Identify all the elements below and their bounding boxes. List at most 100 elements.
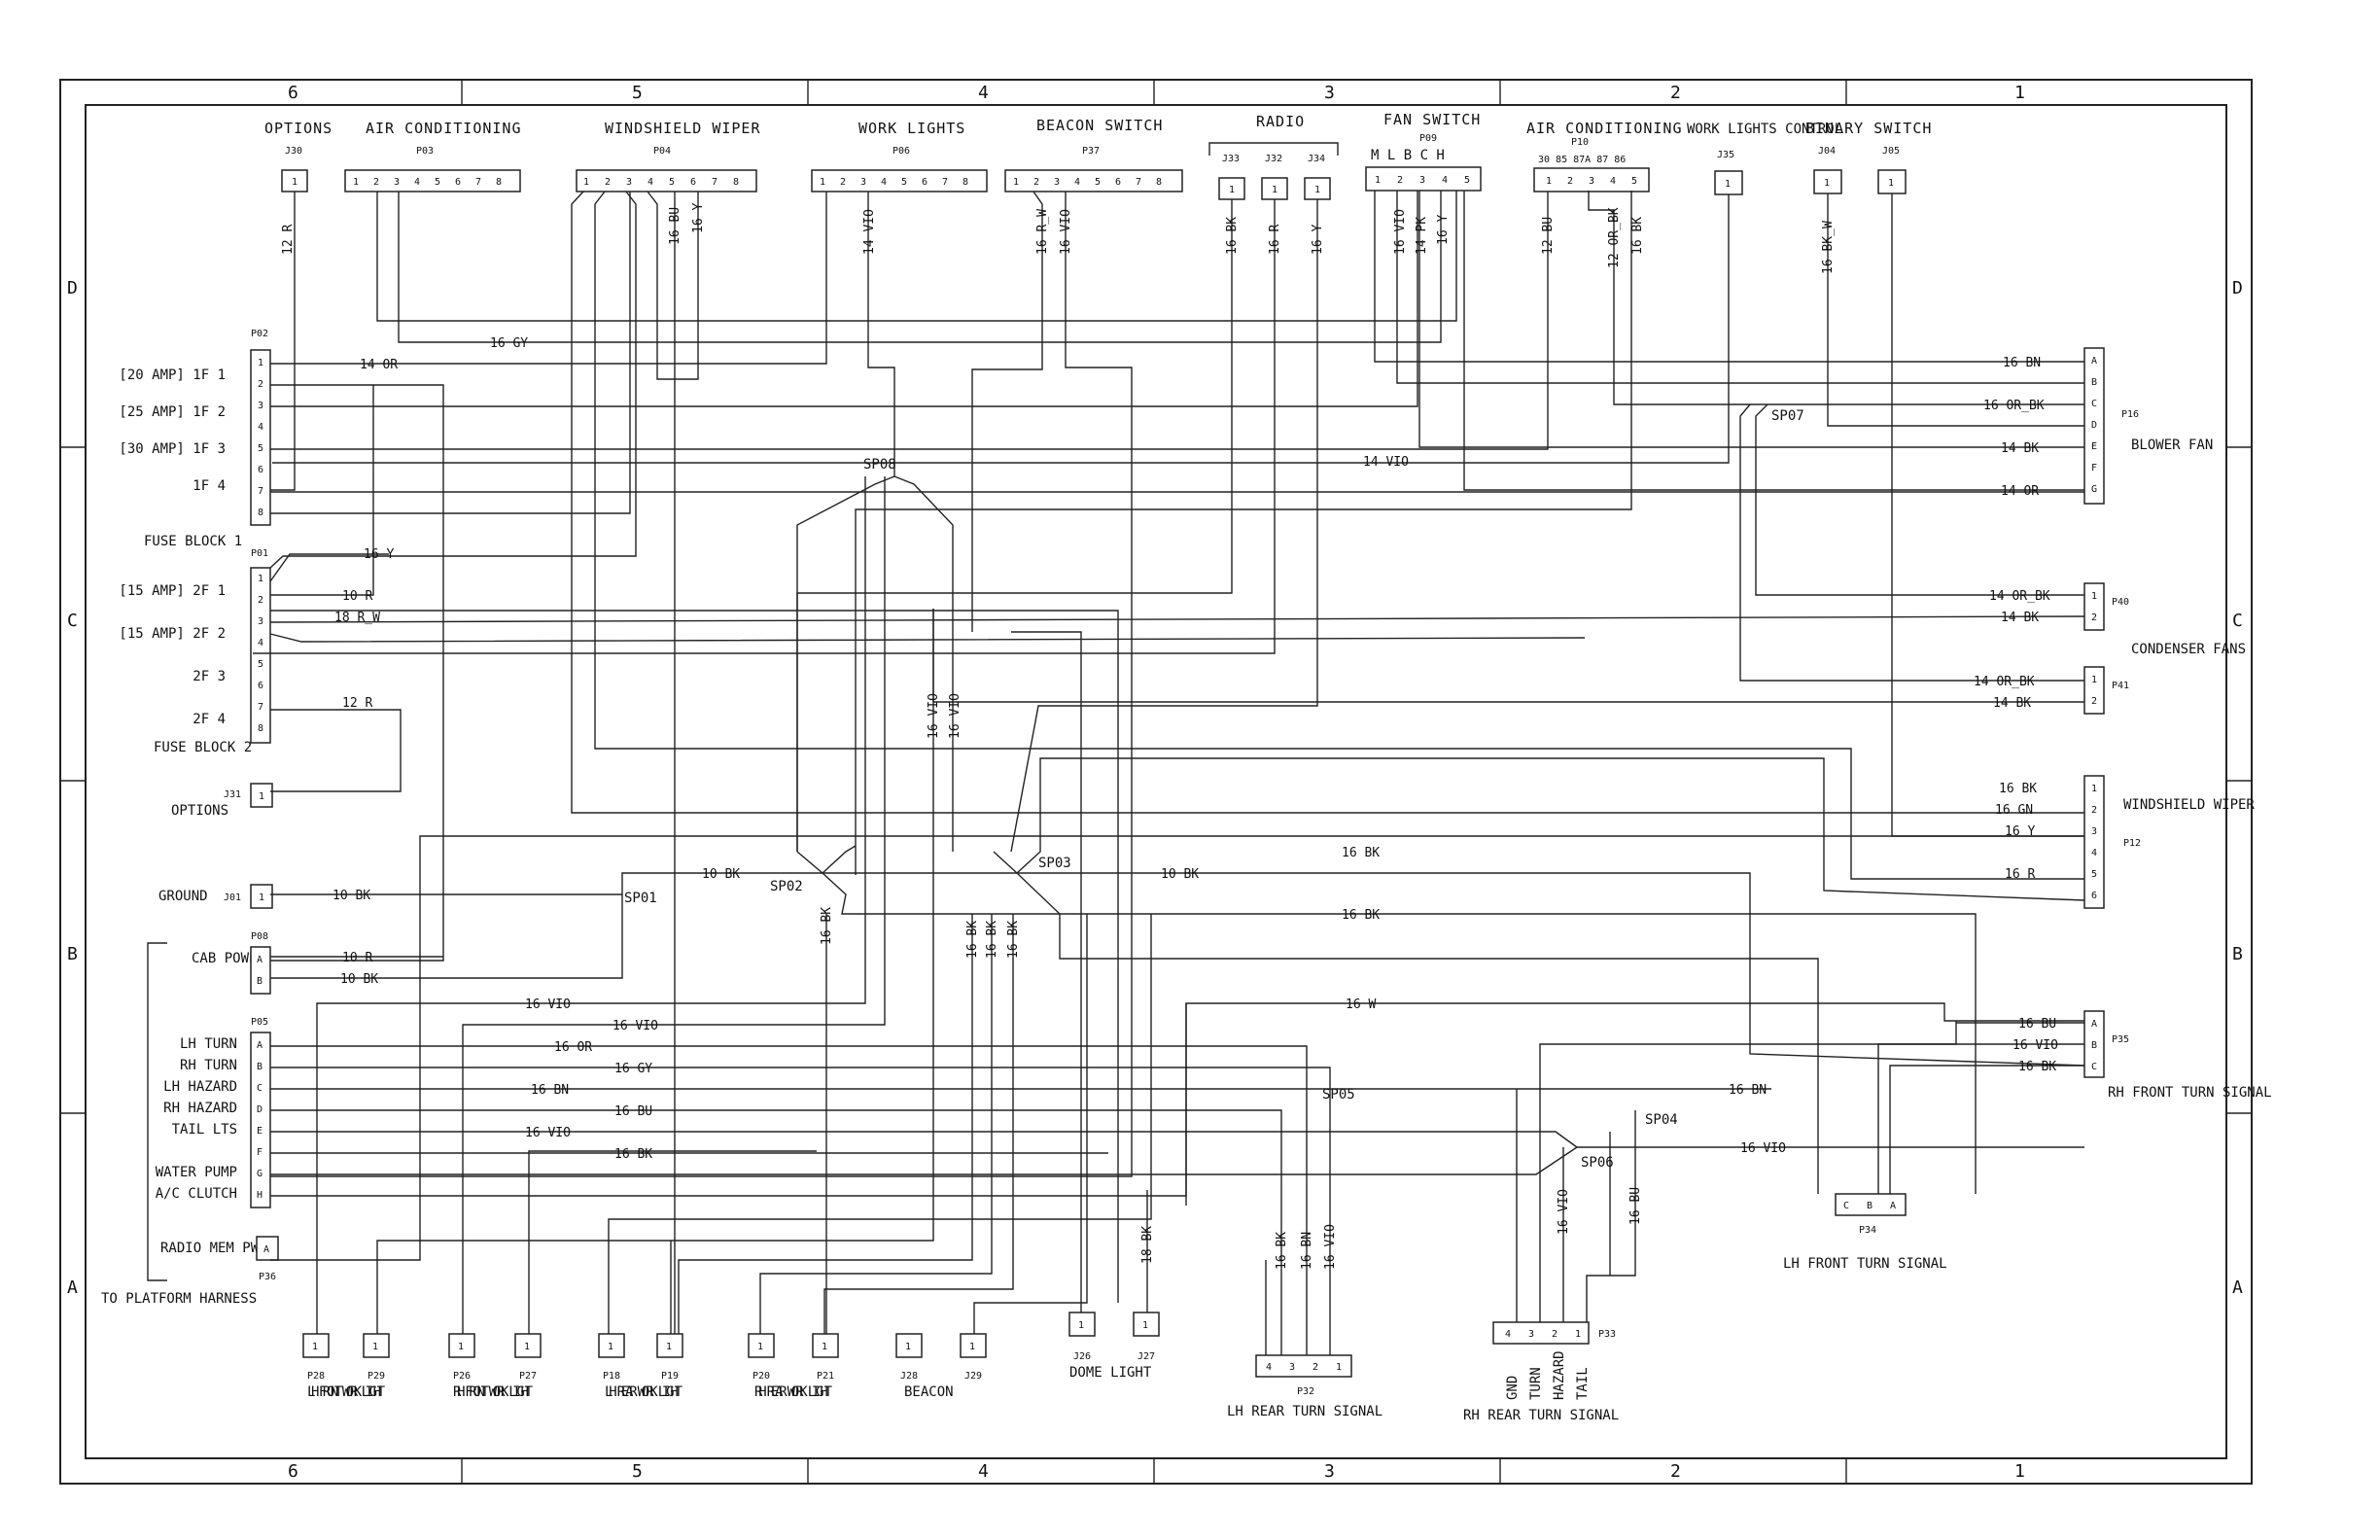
pin-label: RH TURN: [180, 1058, 237, 1073]
component-ref: J27: [1138, 1351, 1155, 1362]
pin: 3: [258, 616, 263, 627]
group-label: BEACON: [904, 1384, 954, 1400]
wire-label: 12 R: [342, 696, 372, 711]
svg-text:1: 1: [1078, 1320, 1084, 1331]
svg-text:1: 1: [1142, 1320, 1148, 1331]
wire-label: 14 PK: [1415, 217, 1429, 255]
pin: A: [1890, 1201, 1896, 1211]
component-title: CAB POWER: [192, 951, 265, 966]
pin: 1: [1375, 175, 1381, 186]
component-ref: P10: [1571, 137, 1589, 148]
pin: 7: [712, 177, 718, 188]
component-ref: P21: [817, 1371, 834, 1382]
pin: 5: [1631, 176, 1637, 187]
wire-label: 16 BK: [820, 907, 834, 945]
wire-label: 16 R: [2005, 867, 2035, 882]
component-ref: P29: [368, 1371, 385, 1382]
pin: 4: [1266, 1362, 1272, 1373]
pin: 2: [1552, 1329, 1558, 1340]
wire-label: 16 BK: [1342, 908, 1380, 923]
pin: A: [2091, 356, 2097, 367]
pin: G: [2091, 484, 2097, 495]
fuse-label: [15 AMP] 2F 1: [119, 583, 226, 599]
pin-name: GND: [1505, 1376, 1521, 1400]
component-ref: P09: [1419, 133, 1437, 144]
pin: 5: [2091, 869, 2097, 880]
pin: 1: [2091, 784, 2097, 794]
pin-name: HAZARD: [1552, 1350, 1567, 1400]
col-label: 3: [1324, 83, 1335, 103]
pin: 4: [1074, 177, 1080, 188]
wire-label: 16 GY: [490, 336, 528, 351]
pin: C: [1843, 1201, 1849, 1211]
component-title: BINARY SWITCH: [1805, 120, 1932, 137]
pin: 6: [455, 177, 461, 188]
platform-label: TO PLATFORM HARNESS: [101, 1291, 257, 1307]
options-j30: OPTIONS J30 1: [264, 120, 332, 192]
pin: F: [257, 1147, 262, 1158]
group-label: DOME LIGHT: [1069, 1365, 1152, 1381]
splice-label: SP05: [1322, 1087, 1355, 1102]
pin: 7: [258, 486, 263, 497]
pin: 2: [2091, 805, 2097, 816]
pin: D: [2091, 420, 2097, 431]
wire-label: 16 BK: [2018, 1060, 2056, 1074]
pin: F: [2091, 463, 2097, 473]
wire-label: 16 VIO: [525, 1126, 571, 1140]
pin: 6: [258, 681, 263, 691]
fuse-label: [25 AMP] 1F 2: [119, 404, 226, 420]
component-ref: P05: [251, 1017, 268, 1028]
condenser-fans: 1 2 P40 1 2 P41 CONDENSER FANS: [2083, 582, 2246, 715]
pin: B: [257, 1062, 262, 1072]
row-label: C: [2232, 611, 2243, 631]
pin: 1: [1725, 179, 1731, 190]
wire-label: 16 BN: [531, 1083, 569, 1098]
wire-label: 16 VIO: [1323, 1224, 1338, 1270]
wire-label: 10 BK: [340, 972, 378, 987]
component-title: BLOWER FAN: [2131, 438, 2213, 453]
pin: 6: [2091, 891, 2097, 901]
pin: 1: [1013, 177, 1019, 188]
wire-label: 16 BU: [2018, 1017, 2056, 1032]
pin: 2: [2091, 696, 2097, 707]
wire-label: 16 BN: [1300, 1232, 1314, 1270]
pin-label: LH TURN: [180, 1036, 237, 1052]
pin: 5: [258, 443, 263, 454]
component-title: LH REAR TURN SIGNAL: [1227, 1404, 1382, 1419]
pin: 1: [292, 177, 298, 188]
wire-label: 12 BU: [1541, 217, 1556, 255]
group-label: LH REAR WORK LIGHT: [605, 1384, 683, 1400]
component-title: FUSE BLOCK 2: [154, 740, 252, 755]
wire-label: 10 R: [342, 589, 372, 604]
pin-label: A/C CLUTCH: [156, 1186, 237, 1202]
pin: 3: [860, 177, 866, 188]
component-ref: P08: [251, 931, 268, 942]
pin: 1: [1272, 185, 1278, 195]
wire-label: 16 VIO: [1740, 1141, 1786, 1156]
row-label: A: [67, 1278, 78, 1298]
pin: G: [257, 1169, 262, 1179]
wire-label: 16 BK: [1630, 217, 1645, 255]
wire-label: 16 BK: [1006, 921, 1021, 959]
pin: 3: [626, 177, 632, 188]
component-ref: J26: [1073, 1351, 1091, 1362]
svg-text:1: 1: [905, 1342, 911, 1352]
work-lights-control-j35: WORK LIGHTS CONTROL J35 1: [1687, 122, 1842, 195]
pin: 4: [648, 177, 653, 188]
component-ref: P34: [1859, 1225, 1876, 1236]
splice-label: SP08: [863, 457, 896, 472]
wire-label: 16 VIO: [525, 998, 571, 1012]
splice-label: SP06: [1581, 1155, 1614, 1171]
component-ref: J33: [1222, 154, 1240, 164]
col-label: 2: [1670, 1461, 1681, 1482]
